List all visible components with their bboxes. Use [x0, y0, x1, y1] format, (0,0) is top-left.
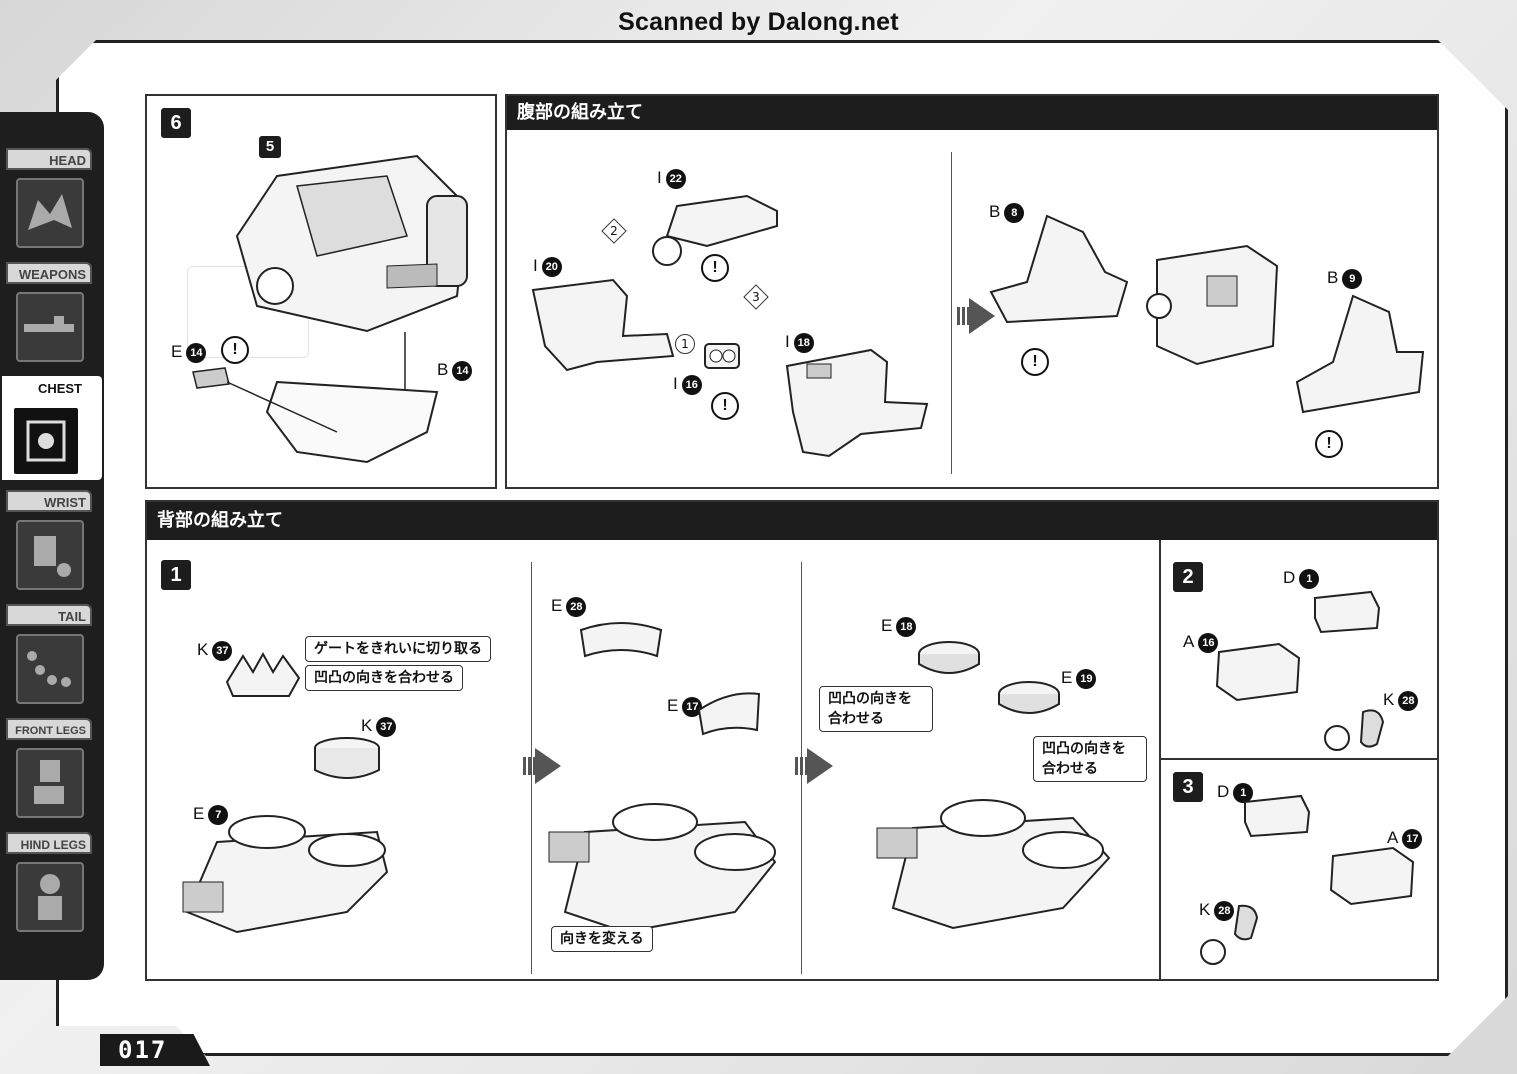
- note-change-direction: 向きを変える: [551, 926, 653, 952]
- hind-legs-icon: [16, 862, 84, 932]
- tail-icon: [16, 634, 84, 704]
- sidebar: HEAD WEAPONS CHEST WRIST TAIL FRONT LEGS: [0, 112, 104, 980]
- tab-wrist-label: WRIST: [6, 490, 92, 512]
- page-number: 017: [118, 1036, 168, 1064]
- chin-parts-drawing: [192, 332, 439, 464]
- part-i22-drawing: [652, 194, 778, 266]
- part-e19-drawing: [998, 681, 1060, 714]
- part-k37-drawing: [225, 651, 301, 697]
- order-marker: 2: [601, 218, 627, 244]
- caution-icon: !: [1315, 430, 1343, 458]
- tab-weapons[interactable]: WEAPONS: [6, 262, 96, 366]
- divider: [1159, 758, 1437, 760]
- tab-hind-legs[interactable]: HIND LEGS: [6, 832, 96, 936]
- part-k37-drawing: [314, 737, 380, 779]
- part-i18-drawing: [785, 348, 929, 458]
- part-d1-drawing: [1244, 794, 1311, 838]
- back-base-drawing: [876, 799, 1111, 930]
- tab-hind-legs-label: HIND LEGS: [6, 832, 92, 854]
- part-d1-drawing: [1314, 590, 1381, 634]
- note-align-orientation: 凹凸の向きを合わせる: [819, 686, 933, 732]
- page-number-badge: 017: [100, 1034, 210, 1066]
- section-title-back: 背部の組み立て: [147, 502, 1437, 540]
- note-align-orientation: 凹凸の向きを合わせる: [305, 665, 463, 691]
- tab-front-legs[interactable]: FRONT LEGS: [6, 718, 96, 822]
- head-icon: [16, 178, 84, 248]
- chest-icon: [12, 406, 80, 476]
- back-base-drawing: [182, 815, 389, 934]
- note-cut-gate: ゲートをきれいに切り取る: [305, 636, 491, 662]
- caution-icon: !: [711, 392, 739, 420]
- step-number: 6: [161, 108, 191, 138]
- part-e17-drawing: [697, 692, 761, 736]
- caution-icon: !: [701, 254, 729, 282]
- tab-wrist[interactable]: WRIST: [6, 490, 96, 594]
- part-i20-drawing: [531, 278, 675, 372]
- belly-core-drawing: [1146, 244, 1279, 366]
- part-k28-drawing: [1324, 709, 1385, 751]
- tab-head-label: HEAD: [6, 148, 92, 170]
- caution-icon: !: [1021, 348, 1049, 376]
- caution-icon: !: [221, 336, 249, 364]
- part-e18-drawing: [918, 641, 980, 674]
- divider: [951, 152, 952, 474]
- sub-step-number: 5: [259, 136, 281, 158]
- front-legs-icon: [16, 748, 84, 818]
- next-arrow-icon: [795, 748, 833, 784]
- tab-tail-label: TAIL: [6, 604, 92, 626]
- part-a17-drawing: [1329, 846, 1415, 906]
- part-i16-drawing: [704, 343, 740, 369]
- order-marker: 1: [675, 334, 695, 354]
- step-number: 3: [1173, 772, 1203, 802]
- section-title-belly: 腹部の組み立て: [507, 96, 1437, 130]
- head-assembly-drawing: [235, 154, 469, 333]
- tab-head[interactable]: HEAD: [6, 148, 96, 252]
- part-e28-drawing: [579, 622, 663, 658]
- part-k28-drawing: [1200, 904, 1259, 965]
- back-base-drawing: [548, 803, 777, 934]
- part-a16-drawing: [1215, 642, 1301, 702]
- tab-tail[interactable]: TAIL: [6, 604, 96, 708]
- tab-chest-label: CHEST: [2, 376, 88, 398]
- step-number: 1: [161, 560, 191, 590]
- step-number: 2: [1173, 562, 1203, 592]
- note-align-orientation: 凹凸の向きを合わせる: [1033, 736, 1147, 782]
- tab-weapons-label: WEAPONS: [6, 262, 92, 284]
- part-b8-drawing: [989, 214, 1129, 324]
- tab-front-legs-label: FRONT LEGS: [6, 718, 92, 740]
- order-marker: 3: [743, 284, 769, 310]
- tab-chest[interactable]: CHEST: [2, 376, 102, 480]
- next-arrow-icon: [523, 748, 561, 784]
- part-b9-drawing: [1295, 294, 1425, 414]
- scanned-by-watermark: Scanned by Dalong.net: [618, 8, 899, 36]
- weapons-icon: [16, 292, 84, 362]
- next-arrow-icon: [957, 298, 995, 334]
- wrist-icon: [16, 520, 84, 590]
